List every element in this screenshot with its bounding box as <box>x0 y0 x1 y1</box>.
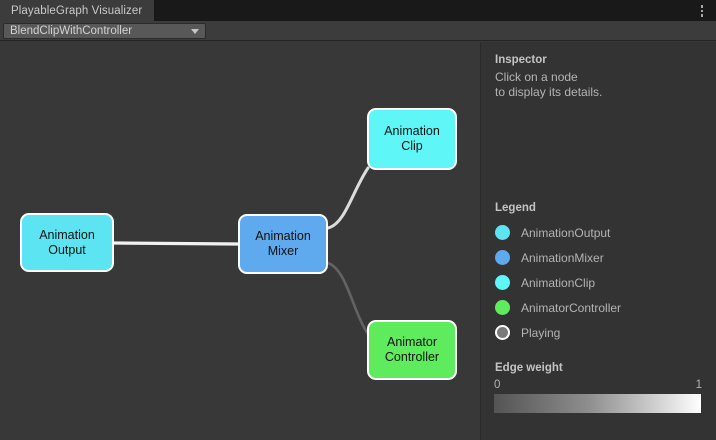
legend-item: Playing <box>495 320 705 345</box>
legend-item-label: AnimatorController <box>521 300 622 315</box>
legend-item-label: AnimationMixer <box>521 250 604 265</box>
kebab-menu-icon[interactable] <box>695 3 709 19</box>
graph-canvas[interactable]: Animation Output Animation Mixer Animation… <box>0 42 480 440</box>
kebab-dot <box>700 5 704 8</box>
legend-title: Legend <box>495 202 536 214</box>
legend-item: AnimationOutput <box>495 220 705 245</box>
legend-color-swatch-icon <box>495 325 510 340</box>
legend-item-label: AnimationClip <box>521 275 596 290</box>
edge-weight-min: 0 <box>494 379 501 391</box>
legend-color-swatch-icon <box>495 250 510 265</box>
toolbar: BlendClipWithController <box>0 21 716 41</box>
legend-color-swatch-icon <box>495 300 510 315</box>
legend-item: AnimationMixer <box>495 245 705 270</box>
graph-selector-dropdown[interactable]: BlendClipWithController <box>3 23 206 39</box>
tab-label: PlayableGraph Visualizer <box>11 4 143 17</box>
edge-mixer-to-output <box>113 241 239 246</box>
edge-weight-scale-labels: 0 1 <box>494 379 702 391</box>
inspector-title: Inspector <box>495 54 547 66</box>
inspector-panel: Inspector Click on a node to display its… <box>481 42 716 440</box>
legend-color-swatch-icon <box>495 225 510 240</box>
edge-weight-max: 1 <box>695 379 702 391</box>
kebab-dot <box>700 14 704 17</box>
legend-item-label: Playing <box>521 325 561 340</box>
kebab-dot <box>700 9 704 13</box>
graph-node-animation-clip[interactable]: Animation Clip <box>367 108 457 170</box>
edge-weight-gradient-bar <box>494 394 701 413</box>
graph-selector-value: BlendClipWithController <box>10 25 133 37</box>
edge-weight-title: Edge weight <box>495 362 563 374</box>
edge-clip-to-mixer <box>326 166 370 230</box>
tab-playablegraph-visualizer[interactable]: PlayableGraph Visualizer <box>0 0 155 21</box>
graph-node-animator-controller[interactable]: Animator Controller <box>367 320 457 380</box>
graph-node-animation-mixer[interactable]: Animation Mixer <box>238 214 328 274</box>
graph-node-animation-output[interactable]: Animation Output <box>20 213 114 272</box>
legend-item-label: AnimationOutput <box>521 225 611 240</box>
graph-edges <box>113 166 370 336</box>
legend-color-swatch-icon <box>495 275 510 290</box>
legend-item: AnimationClip <box>495 270 705 295</box>
edge-controller-to-mixer <box>326 261 370 336</box>
chevron-down-icon <box>191 28 199 34</box>
panel-divider <box>480 42 481 440</box>
inspector-empty-message: Click on a node to display its details. <box>495 70 603 99</box>
window-tabbar: PlayableGraph Visualizer <box>0 0 716 21</box>
legend-item: AnimatorController <box>495 295 705 320</box>
